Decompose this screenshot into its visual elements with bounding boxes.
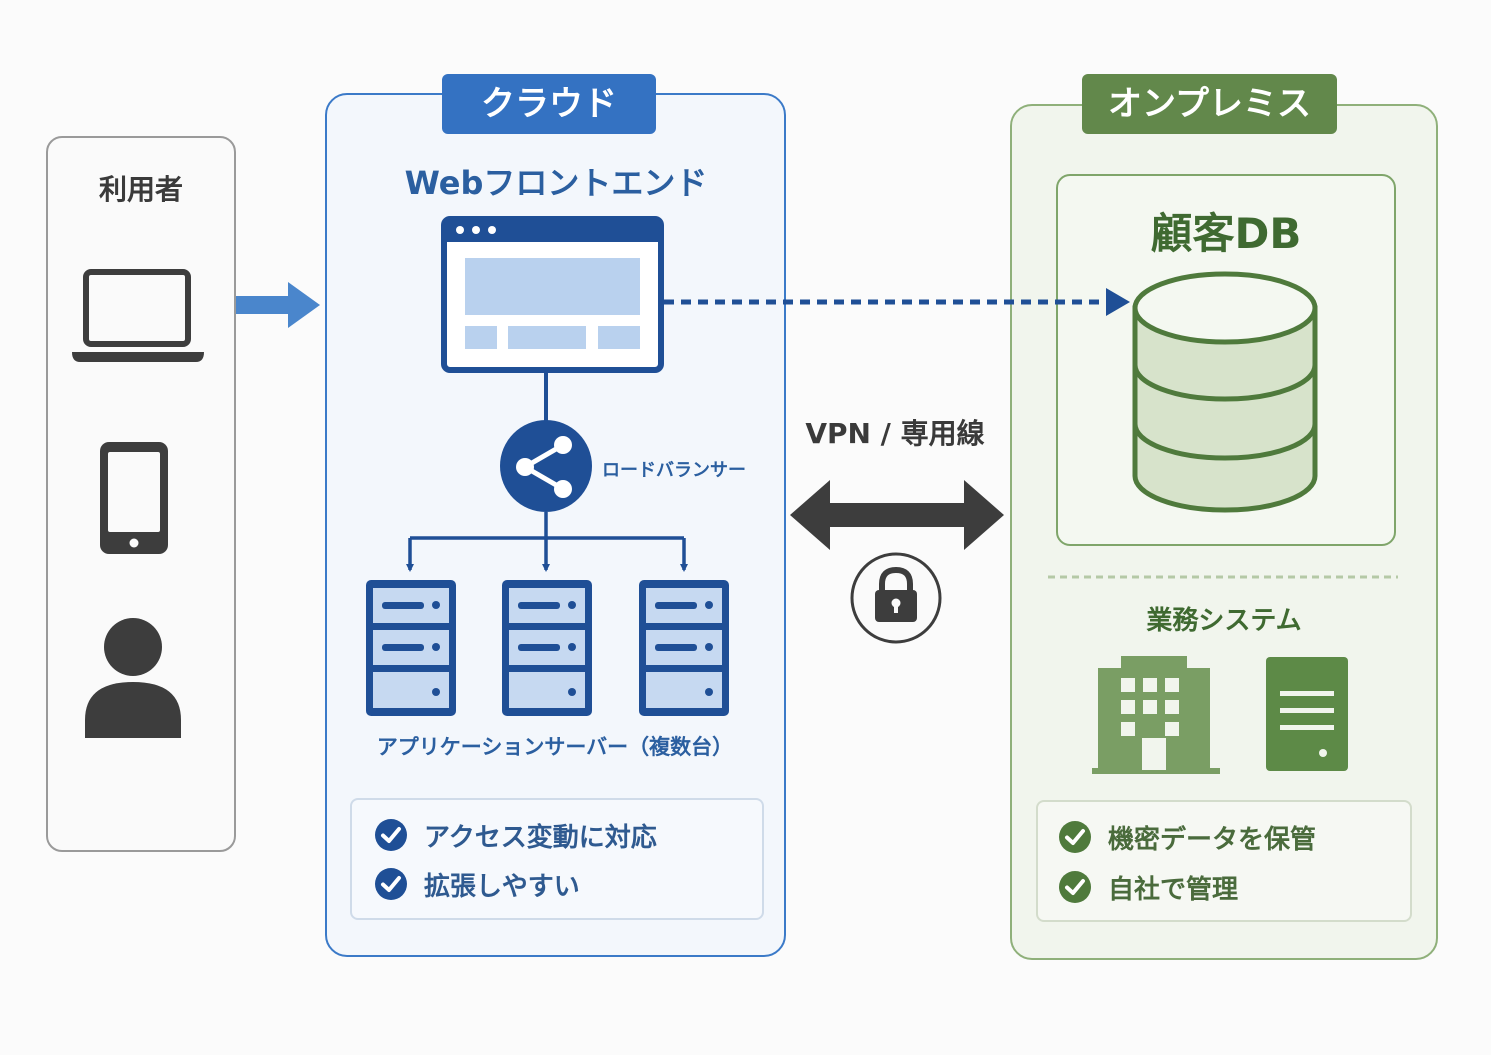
web-to-db-dashed-arrow [664, 288, 1130, 316]
database-icon [1132, 271, 1318, 513]
server-icon [502, 580, 592, 716]
building-icon [1092, 656, 1220, 774]
server-icon [639, 580, 729, 716]
user-to-cloud-arrow [236, 282, 320, 328]
onprem-feature-text: 自社で管理 [1108, 874, 1239, 905]
onprem-feature-item: 機密データを保管 [1058, 812, 1316, 862]
cloud-feature-text: アクセス変動に対応 [424, 822, 657, 853]
onprem-feature-item: 自社で管理 [1058, 862, 1238, 912]
bidirectional-arrow-icon [790, 480, 1004, 550]
app-servers-label: アプリケーションサーバー（複数台） [376, 735, 734, 759]
share-icon [500, 420, 592, 512]
load-balancer-label: ロードバランサー [602, 460, 746, 481]
check-icon [1059, 871, 1091, 903]
cloud-feature-item: 拡張しやすい [374, 859, 580, 909]
lock-icon [850, 552, 942, 644]
check-icon [375, 819, 407, 851]
server-icon [366, 580, 456, 716]
browser-window-icon [441, 216, 664, 373]
tablet-icon [100, 442, 168, 554]
onprem-feature-text: 機密データを保管 [1108, 824, 1317, 855]
web-frontend-title: Webフロントエンド [404, 164, 708, 202]
vpn-label: VPN / 専用線 [805, 417, 985, 450]
server-tower-icon [1266, 657, 1348, 771]
onprem-tab-label: オンプレミス [1082, 74, 1337, 134]
business-system-title: 業務システム [1146, 606, 1302, 636]
person-icon [85, 618, 181, 738]
cloud-feature-item: アクセス変動に対応 [374, 810, 657, 860]
cloud-feature-text: 拡張しやすい [424, 871, 580, 902]
laptop-icon [72, 269, 204, 362]
onprem-feature-list: 機密データを保管 自社で管理 [1036, 800, 1412, 922]
cloud-tab-label: クラウド [442, 74, 656, 134]
customer-db-title: 顧客DB [1150, 209, 1302, 258]
cloud-feature-list: アクセス変動に対応 拡張しやすい [350, 798, 764, 920]
lb-branch-lines [406, 512, 688, 572]
check-icon [375, 868, 407, 900]
user-panel-title: 利用者 [98, 173, 183, 206]
check-icon [1059, 821, 1091, 853]
